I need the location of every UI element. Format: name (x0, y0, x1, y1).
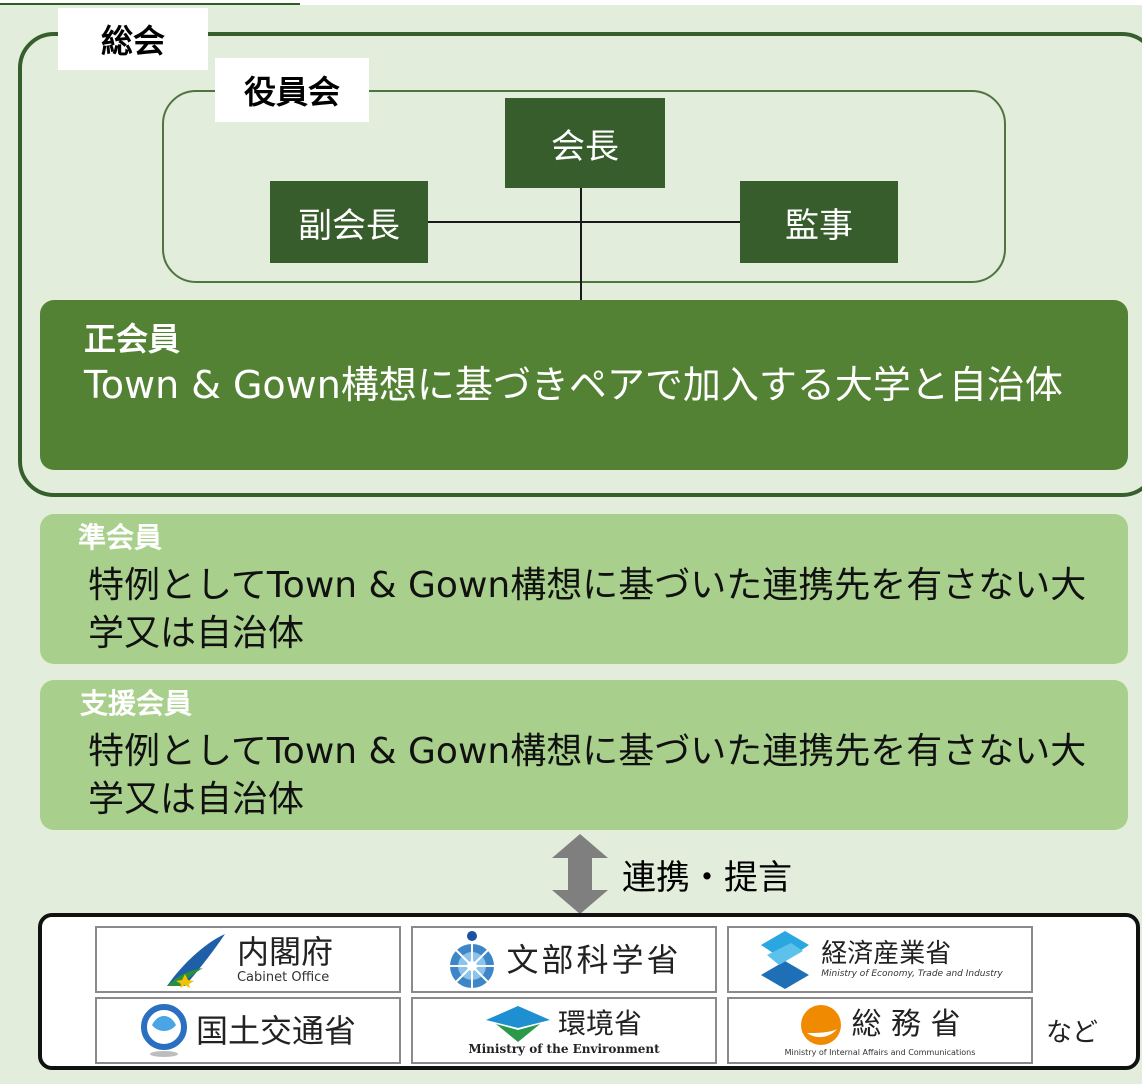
general-assembly-frame (18, 32, 1142, 497)
mlit-emblem-icon (140, 1003, 188, 1059)
supporting-member-box (40, 680, 1128, 830)
ministry-name-jp: 経済産業省 (821, 939, 952, 969)
ministry-name-en: Cabinet Office (236, 969, 330, 985)
double-arrow-icon (552, 834, 608, 914)
president-box: 会長 (505, 98, 665, 188)
associate-member-box (40, 514, 1128, 664)
associate-member-title: 準会員 (78, 521, 163, 554)
ministry-name-en: Ministry of the Environment (468, 1041, 660, 1056)
cabinet-office-emblem-icon (163, 932, 229, 988)
mic-logo: 総 務 省 Ministry of Internal Affairs and C… (727, 997, 1033, 1064)
ministries-box: 内閣府 Cabinet Office 文部科学省 (38, 913, 1140, 1070)
officer-connector-horizontal (428, 221, 740, 223)
etc-label: など (1046, 1018, 1099, 1048)
collaboration-label: 連携・提言 (622, 858, 792, 898)
full-member-title: 正会員 (84, 320, 181, 358)
mext-logo: 文部科学省 (411, 926, 717, 993)
ministry-name-jp: 総 務 省 (851, 1007, 961, 1042)
top-accent-line (0, 3, 300, 5)
top-border (0, 0, 1142, 5)
vice-president-box: 副会長 (270, 181, 428, 263)
mlit-logo: 国土交通省 (95, 997, 401, 1064)
supporting-member-description: 特例としてTown & Gown構想に基づいた連携先を有さない大学又は自治体 (88, 731, 1087, 820)
associate-member-description: 特例としてTown & Gown構想に基づいた連携先を有さない大学又は自治体 (88, 565, 1087, 654)
full-member-description: Town & Gown構想に基づきペアで加入する大学と自治体 (84, 363, 1063, 407)
full-member-box (40, 300, 1128, 470)
ministry-name-en: Ministry of Internal Affairs and Communi… (784, 1048, 976, 1057)
supporting-member-title: 支援会員 (80, 687, 193, 720)
officer-connector-vertical (580, 188, 582, 300)
moe-logo: 環境省 Ministry of the Environment (411, 997, 717, 1064)
meti-emblem-icon (757, 930, 813, 989)
ministry-name-en: Ministry of Economy, Trade and Industry (821, 969, 1003, 979)
ministry-name-jp: 国土交通省 (195, 1011, 356, 1050)
mext-emblem-icon (446, 930, 498, 990)
meti-logo: 経済産業省 Ministry of Economy, Trade and Ind… (727, 926, 1033, 993)
ministry-name-jp: 内閣府 (236, 932, 333, 971)
mic-emblem-icon (799, 1003, 843, 1047)
ministry-name-jp: 文部科学省 (506, 940, 682, 979)
general-assembly-label: 総会 (58, 8, 208, 70)
board-frame (162, 90, 1006, 283)
moe-emblem-icon (485, 1005, 550, 1042)
ministry-name-jp: 環境省 (557, 1006, 642, 1040)
auditor-box: 監事 (740, 181, 898, 263)
cabinet-office-logo: 内閣府 Cabinet Office (95, 926, 401, 993)
board-label: 役員会 (215, 58, 369, 122)
